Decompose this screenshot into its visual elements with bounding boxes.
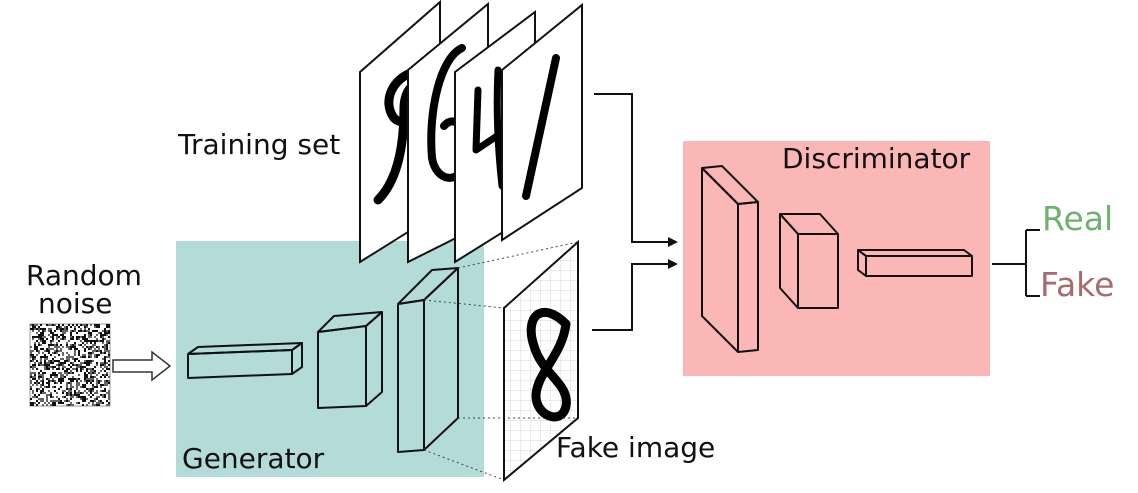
discriminator-label: Discriminator	[782, 142, 971, 175]
projection-line	[423, 449, 505, 481]
training-card-1	[501, 2, 583, 242]
input-arrow-icon	[112, 350, 172, 382]
generator-panel	[176, 241, 484, 477]
random-noise-label-line2: noise	[38, 287, 112, 320]
generator-layer-1	[187, 342, 303, 379]
discriminator-layer-3	[857, 249, 973, 277]
fake-image-label: Fake image	[556, 431, 715, 464]
real-output-label: Real	[1042, 199, 1113, 238]
discriminator-layer-1	[701, 165, 759, 353]
generator-layer-2	[317, 311, 383, 409]
random-noise-label-line1: Random	[26, 259, 142, 292]
output-bracket	[992, 229, 1040, 297]
projection-line	[457, 241, 579, 269]
random-noise-icon	[29, 323, 111, 407]
fake-image-card	[503, 239, 579, 483]
discriminator-layer-2	[779, 213, 839, 309]
fake-output-label: Fake	[1040, 265, 1114, 304]
projection-line	[423, 299, 505, 309]
fake-to-discriminator-connector	[592, 259, 678, 331]
training-set-label: Training set	[177, 128, 340, 161]
training-to-discriminator-connector	[594, 93, 678, 247]
discriminator-panel	[683, 141, 990, 376]
generator-label: Generator	[182, 442, 325, 475]
